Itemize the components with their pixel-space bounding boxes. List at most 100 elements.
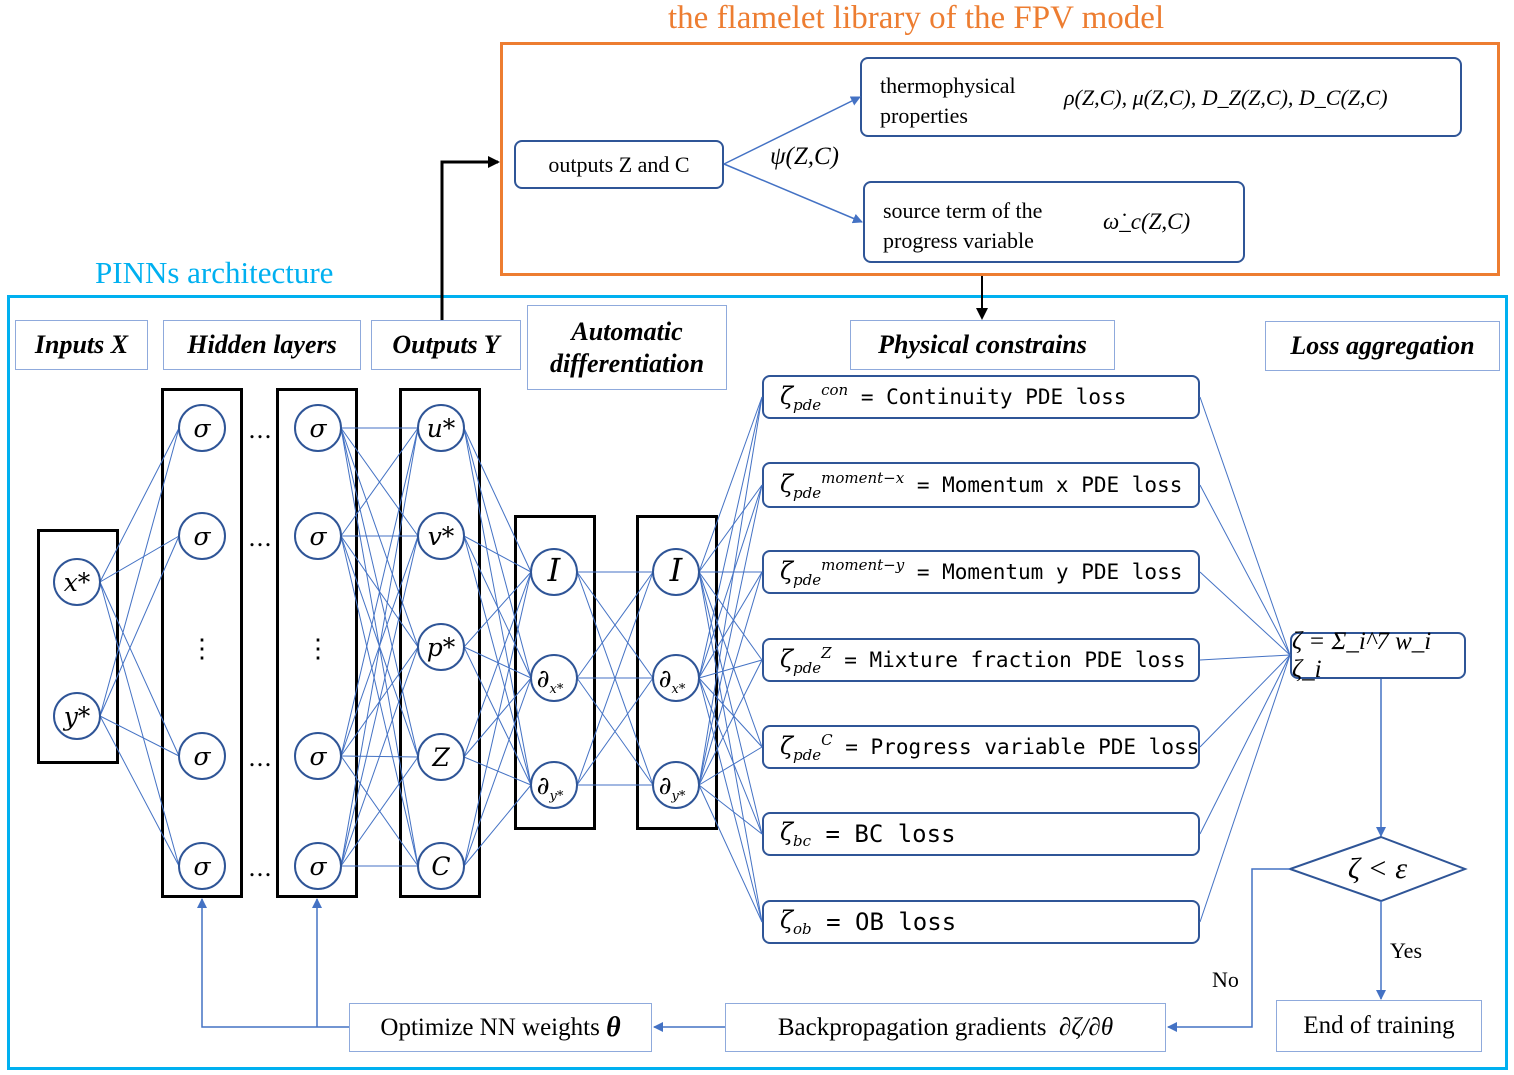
zeta-symbol: ζpdeC xyxy=(780,730,833,764)
source-label-line1: source term of the xyxy=(883,198,1043,223)
outputs-zc-box: outputs Z and C xyxy=(514,140,724,189)
zeta-symbol: ζpdemoment−y xyxy=(780,555,905,589)
diff-node-0-0-circle xyxy=(530,548,578,596)
connection-line xyxy=(340,427,419,757)
hidden-node-1-3-circle xyxy=(294,842,342,890)
pinn-title: PINNs architecture xyxy=(95,255,334,290)
diff-node-1-1-circle xyxy=(652,654,700,702)
loss-text: = Mixture fraction PDE loss xyxy=(844,648,1186,672)
connection-line xyxy=(576,677,654,786)
connection-line xyxy=(1199,484,1291,656)
hidden-horizontal-ellipsis-2: … xyxy=(248,744,272,772)
loss-sub: pde xyxy=(793,570,822,589)
hidden-node-0-2-circle xyxy=(178,732,226,780)
loss-mixture-fraction: ζpdeZ = Mixture fraction PDE loss xyxy=(762,638,1200,682)
hidden-horizontal-ellipsis-3: … xyxy=(248,854,272,882)
fpv-frame xyxy=(500,42,1500,276)
end-of-training-box: End of training xyxy=(1276,1000,1482,1052)
loss-text: = Momentum x PDE loss xyxy=(916,473,1183,497)
source-box: source term of the progress variable ω̇_… xyxy=(863,181,1245,263)
input-node-1-label: y* xyxy=(63,702,91,731)
connection-line xyxy=(698,784,763,923)
output-node-1-circle xyxy=(417,512,465,560)
thermo-label-line2: properties xyxy=(880,103,968,128)
connection-line xyxy=(1199,396,1291,656)
connection-line xyxy=(698,571,763,786)
diff-node-0-2-circle xyxy=(530,761,578,809)
loss-text: = Continuity PDE loss xyxy=(860,385,1127,409)
loss-sup: moment−x xyxy=(821,468,905,487)
loss-sub: ob xyxy=(793,919,812,938)
loss-momentum-x: ζpdemoment−x = Momentum x PDE loss xyxy=(762,462,1200,508)
loss-sub: pde xyxy=(793,395,822,414)
header-autodiff-line1: Automatic xyxy=(571,317,683,347)
connection-line xyxy=(698,746,763,786)
connection-line xyxy=(99,535,180,717)
input-node-0-label: x* xyxy=(64,568,91,597)
output-node-2-label: p* xyxy=(427,633,456,662)
thermo-box: thermophysical properties ρ(Z,C), μ(Z,C)… xyxy=(860,57,1462,137)
connection-line xyxy=(463,535,532,679)
loss-text: = BC loss xyxy=(825,820,956,848)
input-node-0-circle xyxy=(53,558,101,606)
hidden-node-1-2-circle xyxy=(294,732,342,780)
loss-sub: pde xyxy=(793,745,822,764)
diff-node-1-2-circle xyxy=(652,761,700,809)
connection-line xyxy=(698,484,763,679)
connection-line xyxy=(99,581,180,867)
input-node-1-circle xyxy=(53,692,101,740)
connection-line xyxy=(698,396,763,679)
loss-sup: C xyxy=(821,730,833,749)
thermo-label-line1: thermophysical xyxy=(880,73,1016,98)
connection-line xyxy=(463,784,532,867)
connection-line xyxy=(340,427,419,867)
backprop-formula: ∂ζ/∂θ xyxy=(1059,1013,1114,1041)
connection-line xyxy=(698,677,763,748)
hidden-vertical-ellipsis-1: ⋮ xyxy=(305,634,331,664)
connection-line xyxy=(698,571,763,748)
connection-line xyxy=(698,396,763,786)
zeta-symbol: ζpdemoment−x xyxy=(780,468,905,502)
backprop-label: Backpropagation gradients xyxy=(777,1013,1047,1041)
source-label-line2: progress variable xyxy=(883,228,1034,253)
hidden-node-0-2-label: σ xyxy=(193,742,211,771)
connection-line xyxy=(698,659,763,786)
psi-label: ψ(Z,C) xyxy=(770,143,840,170)
zeta-symbol: ζpdecon xyxy=(780,380,849,414)
source-formula: ω̇_c(Z,C) xyxy=(1103,209,1191,234)
hidden-node-1-2-label: σ xyxy=(309,742,327,771)
connection-line xyxy=(698,571,763,679)
connection-line xyxy=(698,571,763,835)
connection-line xyxy=(463,646,532,679)
connection-line xyxy=(463,646,532,786)
hidden-node-1-1-circle xyxy=(294,512,342,560)
loss-momentum-y: ζpdemoment−y = Momentum y PDE loss xyxy=(762,550,1200,594)
thermo-label: thermophysical properties xyxy=(880,71,1016,131)
loss-bc: ζbc = BC loss xyxy=(762,812,1200,856)
optimize-box: Optimize NN weights θ xyxy=(349,1003,652,1052)
hidden-vertical-ellipsis-0: ⋮ xyxy=(189,634,215,664)
output-node-3-label: Z xyxy=(431,743,450,772)
connection-line xyxy=(463,535,532,573)
connection-line xyxy=(463,535,532,786)
outputs-zc-label: outputs Z and C xyxy=(548,151,690,177)
connection-line xyxy=(1199,571,1291,656)
connection-line xyxy=(340,756,419,867)
connection-line xyxy=(463,571,532,758)
connection-line xyxy=(340,646,419,867)
connection-line xyxy=(1199,654,1291,923)
header-physical-constraints: Physical constrains xyxy=(850,320,1115,370)
output-node-2-circle xyxy=(417,623,465,671)
connection-line xyxy=(463,571,532,867)
header-loss-aggregation: Loss aggregation xyxy=(1265,321,1500,371)
yes-label: Yes xyxy=(1390,938,1423,963)
zeta-symbol: ζpdeZ xyxy=(780,643,832,677)
header-automatic-differentiation: Automatic differentiation xyxy=(527,305,727,390)
optimize-theta: θ xyxy=(606,1011,621,1043)
dense-connections xyxy=(99,396,1291,923)
hidden-node-0-3-label: σ xyxy=(193,852,211,881)
header-outputs: Outputs Y xyxy=(371,320,521,370)
header-inputs: Inputs X xyxy=(15,320,148,370)
